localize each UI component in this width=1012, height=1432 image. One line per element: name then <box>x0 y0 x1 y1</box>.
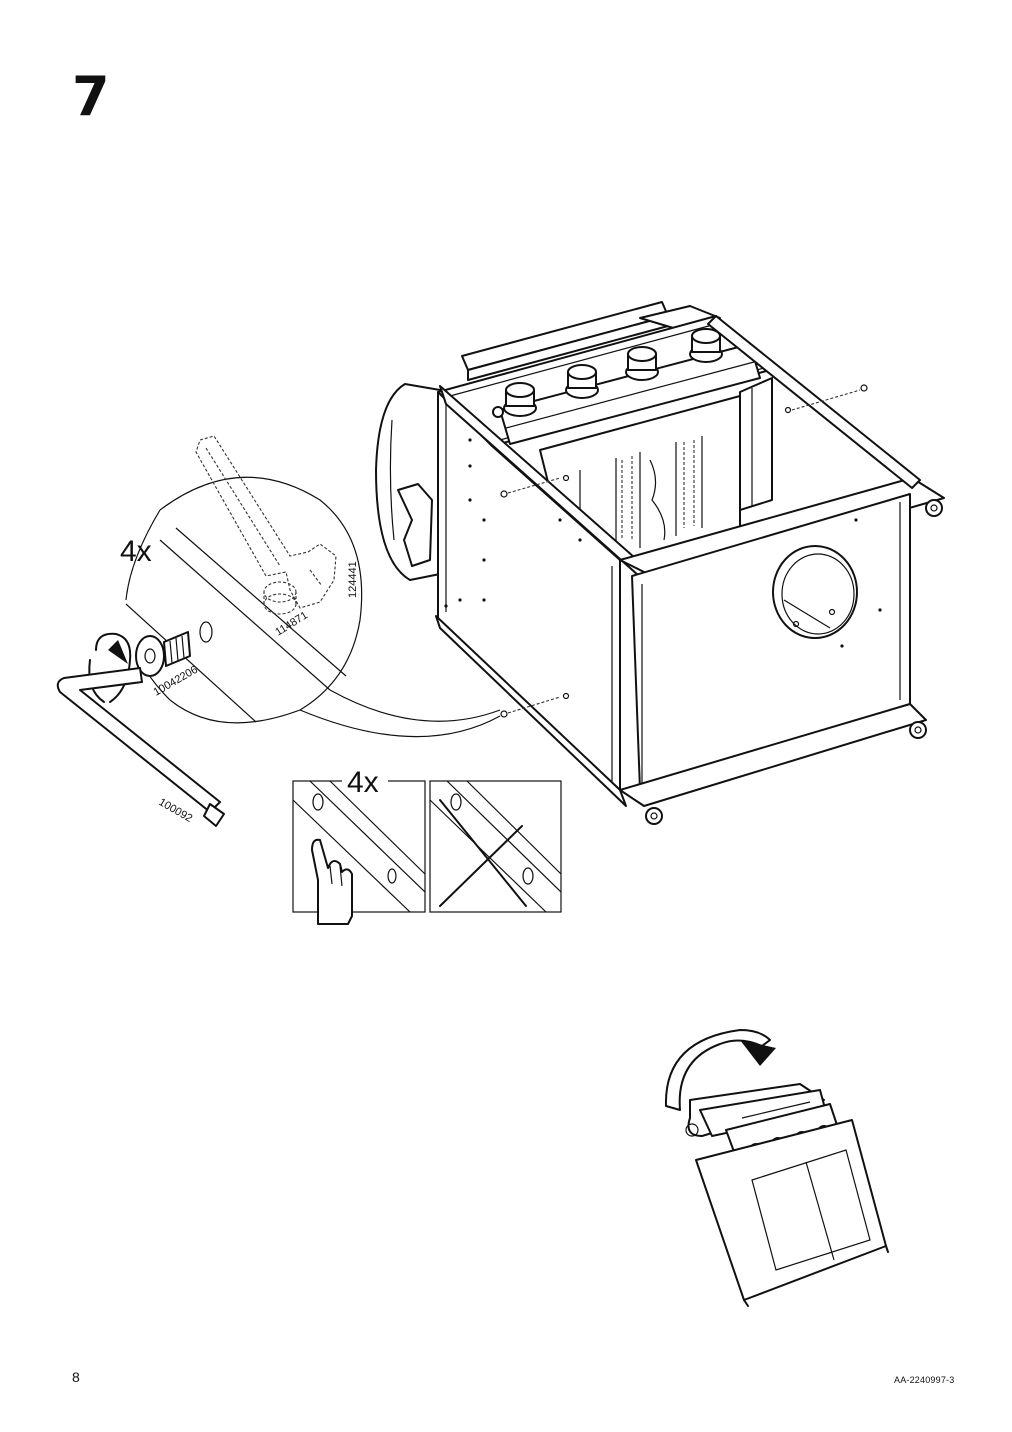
callout-quantity: 4x <box>120 535 152 568</box>
page-number: 8 <box>72 1369 80 1385</box>
control-knob-icon <box>503 382 537 417</box>
bolt-icon <box>135 631 191 677</box>
step-number: 7 <box>72 65 110 128</box>
flip-over-illustration <box>664 1029 889 1307</box>
document-code: AA-2240997-3 <box>894 1375 955 1385</box>
part-label-allen-key: 100092 <box>157 796 195 825</box>
rotate-arrow-icon <box>88 632 132 703</box>
check-quantity: 4x <box>347 766 379 799</box>
control-knob-icon <box>689 328 723 363</box>
allen-key-icon <box>56 667 225 827</box>
nut-icon <box>263 581 297 615</box>
flip-arrow-icon <box>664 1029 776 1111</box>
detail-callout: 4x 124441 114871 10042206 100092 <box>56 435 501 827</box>
wrench-icon <box>195 435 337 609</box>
part-label-wrench: 124441 <box>347 561 359 598</box>
incorrect-panel <box>429 780 562 913</box>
control-knob-icon <box>565 364 599 399</box>
hand-finger-icon <box>311 838 353 925</box>
grill-frame-drawing <box>375 301 945 825</box>
screw-icon <box>500 384 868 718</box>
cross-icon <box>439 799 527 907</box>
control-knob-icon <box>625 346 659 381</box>
tighten-check-panel: 4x <box>292 766 426 925</box>
